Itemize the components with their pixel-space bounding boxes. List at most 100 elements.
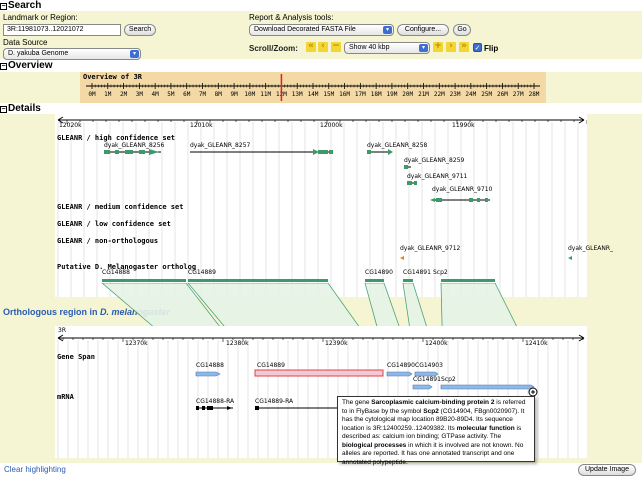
feature-label[interactable]: CG14890 xyxy=(387,362,415,369)
report-label: Report & Analysis tools: xyxy=(249,13,334,22)
ruler-tick: 12020k xyxy=(59,122,82,129)
search-panel: Landmark or Region: 3R:11981073..1202107… xyxy=(0,11,642,60)
clear-highlighting-link[interactable]: Clear highlighting xyxy=(4,465,66,474)
scroll-right-far-icon[interactable]: » xyxy=(459,42,469,52)
zoom-in-icon[interactable]: + xyxy=(433,41,443,52)
overview-tick-label: 6M xyxy=(183,91,191,98)
search-button[interactable]: Search xyxy=(124,24,156,36)
tooltip-text: (CG14904, FBgn0020907). It has the cytol… xyxy=(342,407,525,432)
ortho-region-title: Orthologous region in D. melanogaster xyxy=(3,307,170,317)
overview-tick-label: 21M xyxy=(418,91,429,98)
feature-label[interactable]: CG14891 xyxy=(403,269,431,276)
overview-tick-label: 14M xyxy=(308,91,319,98)
chevron-down-icon: ▾ xyxy=(419,44,428,52)
chevron-down-icon: ▾ xyxy=(130,50,139,58)
feature-label[interactable]: dyak_GLEANR_8256 xyxy=(104,142,165,149)
tooltip-text: is referred to in FlyBase by the symbol xyxy=(342,399,526,415)
feature-label[interactable]: dyak_GLEANR_8258 xyxy=(367,142,428,149)
overview-tick-label: 3M xyxy=(136,91,144,98)
feature-label[interactable]: CG14889 xyxy=(257,362,285,369)
overview-tick-label: 25M xyxy=(481,91,492,98)
feature-label[interactable]: dyak_GLEANR_9712 xyxy=(400,245,461,252)
overview-tick-label: 4M xyxy=(152,91,160,98)
collapse-icon[interactable]: − xyxy=(0,3,7,10)
tooltip-process-label: biological processes xyxy=(342,441,407,449)
scroll-zoom-label: Scroll/Zoom: xyxy=(249,44,298,53)
report-select[interactable]: Download Decorated FASTA File ▾ xyxy=(249,24,394,36)
feature-label[interactable]: dyak_GLEANR_9711 xyxy=(407,173,468,180)
landmark-label: Landmark or Region: xyxy=(3,13,78,22)
track-label-nonortho: GLEANR / non-orthologous xyxy=(57,237,159,245)
feature-label[interactable]: CG14888 xyxy=(196,362,224,369)
collapse-icon[interactable]: − xyxy=(0,106,7,113)
overview-tick-label: 8M xyxy=(215,91,223,98)
scroll-left-far-icon[interactable]: « xyxy=(306,42,316,52)
overview-tick-label: 11M xyxy=(260,91,271,98)
feature-label[interactable]: CG14888 xyxy=(102,269,130,276)
track-label-high: GLEANR / high confidence set xyxy=(57,134,176,142)
feature-label[interactable]: dyak_GLEANR_ xyxy=(568,245,614,252)
scroll-right-icon[interactable]: › xyxy=(446,42,456,52)
overview-tick-label: 13M xyxy=(292,91,303,98)
search-section-header[interactable]: −Search xyxy=(0,0,42,11)
feature-label[interactable]: CG14890 xyxy=(365,269,393,276)
tooltip-gene-name: Sarcoplasmic calcium-binding protein 2 xyxy=(371,399,495,406)
datasource-label: Data Source xyxy=(3,38,48,47)
feature-label[interactable]: CG14889-RA xyxy=(255,398,294,405)
overview-tick-label: 2M xyxy=(120,91,128,98)
track-label-medium: GLEANR / medium confidence set xyxy=(57,203,184,211)
feature-label[interactable]: CG14891 xyxy=(413,376,441,383)
chevron-down-icon: ▾ xyxy=(383,26,392,34)
collapse-icon[interactable]: − xyxy=(0,63,7,70)
ruler-tick: 12380k xyxy=(226,340,249,347)
track-label-gene-span: Gene Span xyxy=(57,353,95,361)
track-label-low: GLEANR / low confidence set xyxy=(57,220,171,228)
details-track-area[interactable]: GLEANR / high confidence set GLEANR / me… xyxy=(55,114,613,297)
feature-label[interactable]: CG14903 xyxy=(415,362,443,369)
pointer-cursor-icon xyxy=(528,387,538,397)
overview-tick-label: 27M xyxy=(513,91,524,98)
feature-label[interactable]: CG14889 xyxy=(188,269,216,276)
overview-tick-label: 5M xyxy=(167,91,175,98)
ortho-title-prefix: Orthologous region in xyxy=(3,307,100,317)
overview-tick-label: 26M xyxy=(497,91,508,98)
feature-label[interactable]: dyak_GLEANR_9710 xyxy=(432,186,493,193)
overview-title: Overview of 3R xyxy=(83,73,143,81)
feature-label[interactable]: CG14888-RA xyxy=(196,398,235,405)
overview-tick-label: 17M xyxy=(355,91,366,98)
scroll-left-icon[interactable]: ‹ xyxy=(318,42,328,52)
feature-label[interactable]: dyak_GLEANR_8259 xyxy=(404,157,465,164)
feature-label[interactable]: Scp2 xyxy=(441,376,456,383)
ruler-tick: 11990k xyxy=(452,122,475,129)
overview-tick-label: 18M xyxy=(371,91,382,98)
ruler-tick: 12370k xyxy=(125,340,148,347)
ruler-tick: 12400k xyxy=(425,340,448,347)
flip-checkbox[interactable]: ✓ xyxy=(473,43,482,52)
feature-label[interactable]: dyak_GLEANR_8257 xyxy=(190,142,251,149)
zoom-value: Show 40 kbp xyxy=(349,44,390,51)
configure-button[interactable]: Configure... xyxy=(397,24,449,36)
track-label-ortholog: Putative D. Melanogaster ortholog xyxy=(57,263,197,271)
overview-section-header[interactable]: −Overview xyxy=(0,60,53,71)
report-value: Download Decorated FASTA File xyxy=(254,26,356,33)
zoom-select[interactable]: Show 40 kbp ▾ xyxy=(344,42,430,54)
overview-tick-label: 24M xyxy=(465,91,476,98)
landmark-input[interactable]: 3R:11981073..12021072 xyxy=(3,24,121,36)
go-button[interactable]: Go xyxy=(453,24,471,36)
tooltip-text: is described as: calcium ion binding; GT… xyxy=(342,424,522,441)
tooltip-text: in which it is involved are not known. N… xyxy=(342,441,524,466)
overview-tick-label: 15M xyxy=(323,91,334,98)
tooltip-function-label: molecular function xyxy=(456,424,515,432)
flip-label: Flip xyxy=(484,44,499,53)
zoom-out-icon[interactable]: − xyxy=(331,41,341,52)
overview-tick-label: 1M xyxy=(104,91,112,98)
ruler-tick: 12010k xyxy=(190,122,213,129)
update-image-button[interactable]: Update Image xyxy=(578,464,636,476)
datasource-select[interactable]: D. yakuba Genome▾ xyxy=(3,48,141,60)
overview-tick-label: 7M xyxy=(199,91,207,98)
feature-label[interactable]: Scp2 xyxy=(433,269,448,276)
details-section-header[interactable]: −Details xyxy=(0,103,41,114)
overview-tick-label: 22M xyxy=(434,91,445,98)
